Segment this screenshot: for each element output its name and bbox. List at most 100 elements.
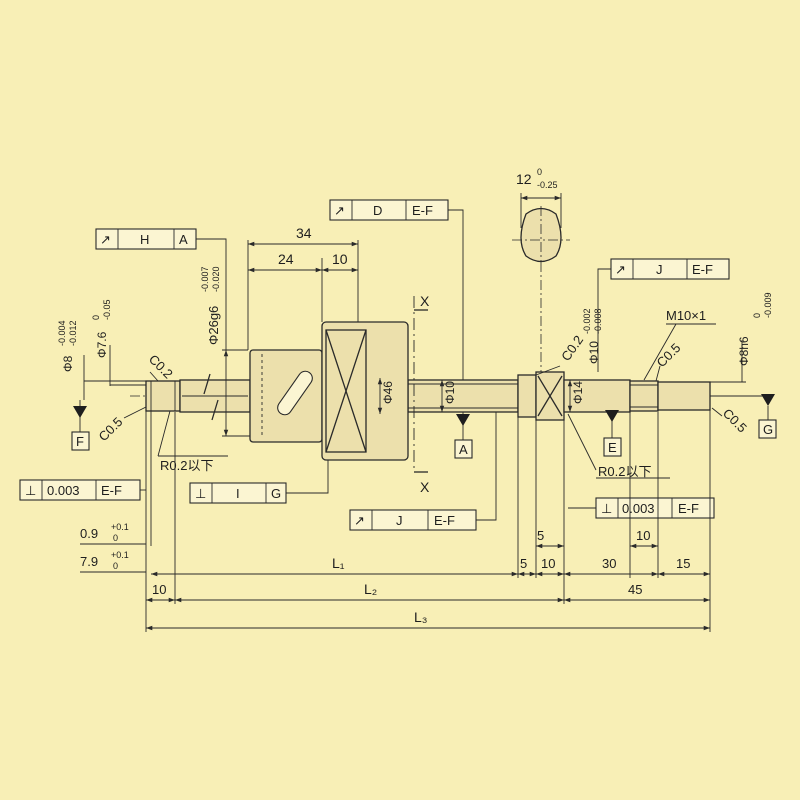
groove-d2-lower: 0	[113, 561, 118, 571]
datum-e: E	[608, 440, 617, 455]
dim-5-upper: 5	[537, 528, 544, 543]
dim-d8: Φ8	[61, 355, 75, 372]
dim-d8h6-lower: -0.009	[763, 292, 773, 318]
screw-right-section	[407, 379, 519, 413]
dim-d76-upper: 0	[91, 315, 101, 320]
fcf-jr-symbol: ↗	[615, 262, 626, 277]
dim-d8-lower: -0.012	[68, 320, 78, 346]
fcf-perp-right: ⊥ 0.003 E-F	[568, 497, 715, 519]
chamfer-left-bottom: C0.5	[96, 414, 126, 444]
fcf-jr-datum2: E-F	[692, 262, 713, 277]
chamfer-right-top: C0.2	[558, 333, 586, 364]
fcf-jl-symbol: ↗	[354, 513, 365, 528]
datum-f: F	[76, 434, 84, 449]
fcf-i-datum: G	[271, 486, 281, 501]
dim-L2: L₂	[364, 581, 377, 597]
radius-right: R0.2以下	[598, 464, 651, 479]
datum-f-box	[71, 431, 90, 451]
dim-5-lower: 5	[520, 556, 527, 571]
fcf-i-value: I	[236, 486, 240, 501]
dim-d10r-upper: -0.002	[582, 308, 592, 334]
nut-dimensions: 34 24 10 Φ26g6 -0.007 -0.020	[200, 225, 359, 437]
fcf-perp-right-value: 0.003	[622, 501, 655, 516]
radius-left: R0.2以下	[160, 458, 213, 473]
dim-L3: L₃	[414, 609, 428, 625]
fcf-perp-left-datum: E-F	[101, 483, 122, 498]
chamfer-left-top: C0.2	[146, 352, 176, 382]
dim-34: 34	[296, 225, 312, 241]
fcf-perp-left-value: 0.003	[47, 483, 80, 498]
right-journal	[563, 379, 631, 413]
fcf-jl-datum2: E-F	[434, 513, 455, 528]
thread-section	[629, 380, 659, 412]
fcf-d-datum1: D	[373, 203, 382, 218]
fcf-runout-j-right: ↗ J E-F	[597, 258, 730, 372]
dim-d46: Φ46	[381, 381, 395, 404]
fcf-perp-right-datum: E-F	[678, 501, 699, 516]
fcf-jr-datum1: J	[656, 262, 663, 277]
section-x-bottom: X	[420, 479, 430, 495]
groove-d1-upper: +0.1	[111, 522, 129, 532]
dim-24: 24	[278, 251, 294, 267]
nut-flange	[321, 321, 409, 461]
fcf-h-symbol: ↗	[100, 232, 111, 247]
fcf-perp-i: ⊥ I G	[189, 460, 329, 504]
fcf-i-symbol: ⊥	[195, 486, 206, 501]
ball-nut: X X Φ46 Φ10	[249, 293, 457, 495]
bottom-dimensions: 5 10 L₁ 5 10 30 15 10 L₂ 45 L₃	[146, 528, 710, 631]
dim-d8h6-upper: 0	[752, 313, 762, 318]
fcf-perp-left: ⊥ 0.003 E-F	[19, 479, 146, 501]
dim-d8-upper: -0.004	[57, 320, 67, 346]
datum-a-box	[454, 439, 473, 459]
chamfer-right-end: C0.5	[720, 406, 750, 436]
fcf-runout-j-lower: ↗ J E-F	[349, 412, 497, 531]
section-view: 12 0 -0.25	[512, 167, 570, 372]
dim-10-right-upper: 10	[636, 528, 650, 543]
fcf-runout-h: ↗ H A	[95, 228, 227, 350]
dim-d76-lower: -0.05	[102, 299, 112, 320]
dim-d10r-lower: -0.008	[593, 308, 603, 334]
fcf-perp-right-symbol: ⊥	[601, 501, 612, 516]
collar	[517, 374, 537, 418]
section-x-top: X	[420, 293, 430, 309]
dim-d10: Φ10	[443, 381, 457, 404]
fcf-d-datum2: E-F	[412, 203, 433, 218]
fcf-runout-d: ↗ D E-F A	[329, 199, 473, 459]
datum-g: G	[763, 422, 773, 437]
dim-45: 45	[628, 582, 642, 597]
break-line	[203, 373, 219, 421]
section-shape	[520, 207, 562, 263]
dim-L1: L₁	[332, 555, 345, 571]
dim-d10-right: Φ10	[587, 341, 601, 364]
groove-d1: 0.9	[80, 526, 98, 541]
fcf-h-datum1: H	[140, 232, 149, 247]
fcf-d-symbol: ↗	[334, 203, 345, 218]
dim-10-left: 10	[152, 582, 166, 597]
groove-d1-lower: 0	[113, 533, 118, 543]
datum-e-box	[603, 437, 622, 457]
fcf-h-datum2: A	[179, 232, 188, 247]
chamfer-right-c05: C0.5	[654, 340, 684, 370]
return-tube-slot	[277, 370, 313, 416]
datum-g-box	[758, 419, 777, 439]
section-width: 12	[516, 171, 532, 187]
dim-d76: Φ7.6	[95, 331, 109, 358]
dim-30: 30	[602, 556, 616, 571]
right-end-journal	[657, 381, 711, 411]
ball-screw-shaft	[130, 371, 722, 421]
fcf-perp-left-symbol: ⊥	[25, 483, 36, 498]
groove-d2-upper: +0.1	[111, 550, 129, 560]
groove-dimensions: 0.9 +0.1 0 7.9 +0.1 0	[80, 522, 146, 573]
dim-d8h6: Φ8h6	[737, 336, 751, 366]
datum-a: A	[459, 442, 468, 457]
groove-d2: 7.9	[80, 554, 98, 569]
dim-10-middle: 10	[541, 556, 555, 571]
section-width-lower: -0.25	[537, 180, 558, 190]
dim-d14: Φ14	[571, 381, 585, 404]
section-width-upper: 0	[537, 167, 542, 177]
dim-thread: M10×1	[666, 308, 706, 323]
dim-d26-lower: -0.020	[211, 266, 221, 292]
dim-d26g6: Φ26g6	[206, 306, 221, 345]
dim-d26-upper: -0.007	[200, 266, 210, 292]
